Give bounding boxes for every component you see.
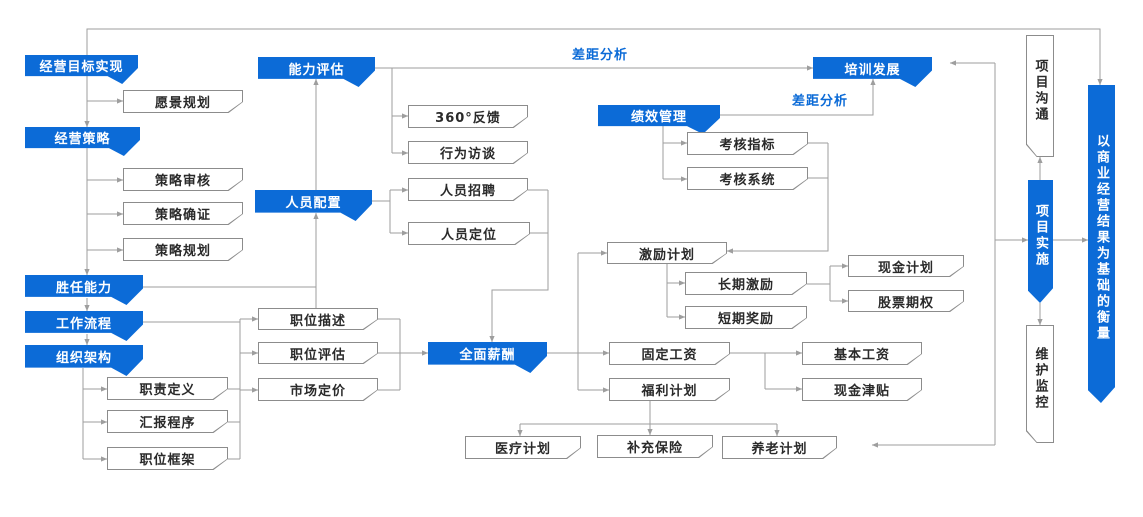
node-fixed-salary: 固定工资	[609, 342, 730, 365]
node-position-framework: 职位框架	[107, 447, 228, 470]
node-welfare-plan: 福利计划	[609, 378, 730, 401]
node-strategy-review: 策略审核	[123, 168, 243, 191]
node-business-results-measurement: 以商业经营结果为基础的衡量	[1088, 85, 1115, 403]
node-job-description: 职位描述	[258, 308, 378, 330]
node-assessment-system: 考核系统	[687, 167, 808, 190]
node-supplementary-insurance: 补充保险	[597, 435, 713, 458]
node-behavior-interview: 行为访谈	[408, 141, 528, 164]
node-job-evaluation: 职位评估	[258, 342, 378, 364]
node-duty-definition: 职责定义	[107, 377, 228, 400]
node-strategy-planning: 策略规划	[123, 238, 243, 261]
node-assessment-indicators: 考核指标	[687, 132, 808, 155]
node-base-salary: 基本工资	[802, 342, 922, 365]
node-vision-planning: 愿景规划	[123, 90, 243, 113]
node-market-pricing: 市场定价	[258, 378, 378, 401]
label-gap-analysis-top: 差距分析	[571, 48, 628, 63]
node-recruitment: 人员招聘	[408, 178, 528, 201]
node-pension-plan: 养老计划	[722, 436, 837, 459]
node-cash-plan: 现金计划	[848, 255, 964, 277]
node-stock-options: 股票期权	[848, 290, 964, 312]
node-medical-plan: 医疗计划	[465, 436, 581, 459]
node-project-implementation: 项目实施	[1028, 180, 1053, 303]
node-project-communication: 项目沟通	[1026, 35, 1054, 157]
node-maintenance-monitoring: 维护监控	[1026, 325, 1054, 443]
node-long-term-incentive: 长期激励	[685, 272, 807, 295]
node-business-strategy: 经营策略	[25, 127, 140, 156]
node-short-term-reward: 短期奖励	[685, 306, 807, 329]
node-reporting-procedure: 汇报程序	[107, 410, 228, 433]
node-cash-allowance: 现金津贴	[802, 378, 922, 401]
node-incentive-plan: 激励计划	[607, 242, 727, 264]
node-personnel-positioning: 人员定位	[408, 222, 530, 245]
node-360-feedback: 360°反馈	[408, 105, 528, 128]
node-strategy-confirmation: 策略确证	[123, 202, 243, 225]
label-gap-analysis-mid: 差距分析	[791, 94, 848, 109]
